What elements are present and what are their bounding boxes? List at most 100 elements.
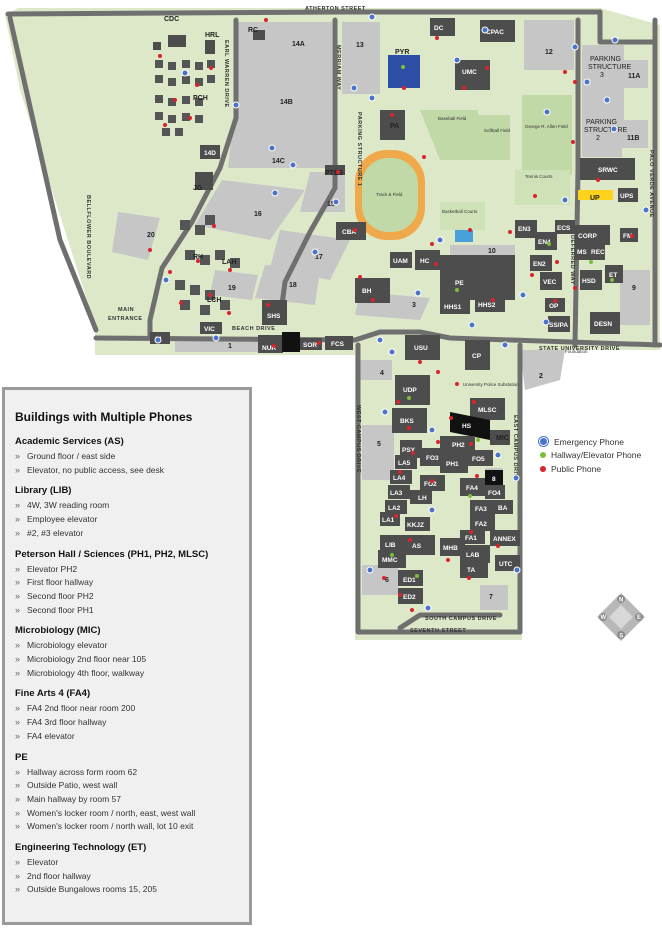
label-vec: VEC [543,279,557,286]
label-en2: EN2 [533,261,546,268]
lot-18: 18 [289,282,297,289]
legend-emergency: Emergency Phone [537,435,662,449]
label-ps2-b: STRUCTURE [584,127,627,134]
label-pyr: PYR [395,49,409,56]
group-pe: PE Hallway across form room 62 Outside P… [15,752,239,835]
compass-n: N [619,598,623,604]
label-cdc: CDC [164,16,179,23]
lot-9: 9 [632,285,636,292]
phone-markers [148,13,650,612]
label-sor: SOR [303,342,317,349]
emergency-phones [154,13,650,612]
label-ptes: PTES [325,170,344,177]
street-palo-verde: PALO VERDE AVENUE [648,150,654,218]
label-mlsc: MLSC [478,407,497,414]
label-vic: VIC [204,326,215,333]
label-lh: LH [418,495,427,502]
lot-10: 10 [488,248,496,255]
lot-2: 2 [539,373,543,380]
label-la5: LA5 [398,460,411,467]
label-baseball: Baseball Field [438,116,467,121]
label-pe: PE [455,280,464,287]
street-east-campus: EAST CAMPUS DRIVE [512,415,518,482]
compass-w: W [601,615,607,621]
label-lab: LAB [466,552,480,559]
lot-4: 4 [380,370,384,377]
group-microbiology: Microbiology (MIC) Microbiology elevator… [15,625,239,680]
map-legend: Emergency Phone Hallway/Elevator Phone P… [537,435,662,476]
label-cp: CP [472,353,482,360]
label-usu: USU [414,345,428,352]
public-phone-icon [540,465,546,472]
label-ba: BA [498,505,508,512]
label-fo4: FO4 [488,490,501,497]
group-title: PE [15,751,28,763]
label-hsd: HSD [582,278,596,285]
label-ps2-a: PARKING [586,119,617,126]
lot-11b: 11B [627,135,639,142]
label-udp: UDP [403,387,417,394]
list-item: Hallway across form room 62 [15,766,239,780]
group-peterson-hall: Peterson Hall / Sciences (PH1, PH2, MLSC… [15,549,239,618]
label-en4: EN4 [538,239,551,246]
label-et: ET [609,272,617,279]
label-op: OP [549,303,559,310]
label-dc: DC [434,25,444,32]
list-item: Microbiology 4th floor, walkway [15,667,239,681]
list-item: FA4 elevator [15,730,239,744]
list-item: #2, #3 elevator [15,527,239,541]
list-item: Outside Patio, west wall [15,779,239,793]
label-hc: HC [420,258,430,265]
label-uam: UAM [393,258,408,265]
lot-14a: 14A [292,41,305,48]
label-ps3-a: PARKING [590,56,621,63]
lot-11a: 11A [628,73,640,80]
label-rec: REC [591,249,605,256]
building-labels: CDC HRL RC DC CPAC PYR UMC PA PCH 14D JG… [155,16,634,601]
list-item: Employee elevator [15,513,239,527]
street-atherton: ATHERTON STREET [305,6,366,12]
label-corp: CORP [578,233,597,240]
label-fa4: FA4 [466,485,478,492]
label-hhs2: HHS2 [478,302,496,309]
list-item: FA4 3rd floor hallway [15,716,239,730]
list-item: Outside Bungalows rooms 15, 205 [15,883,239,897]
public-phones [148,18,634,612]
label-fo2: FO2 [424,481,437,488]
label-as: AS [412,543,422,550]
label-mhb: MHB [443,545,458,552]
list-item: 2nd floor hallway [15,870,239,884]
label-ps2-c: 2 [596,135,600,142]
label-up: UP [590,195,600,202]
hallway-phone-icon [540,452,546,459]
list-item: Elevator PH2 [15,563,239,577]
group-academic-services: Academic Services (AS) Ground floor / ea… [15,436,239,477]
label-hs: HS [462,423,472,430]
list-item: Ground floor / east side [15,450,239,464]
lot-19: 19 [228,285,236,292]
label-cba: CBA [342,229,356,236]
street-beach: BEACH DRIVE [232,326,275,332]
lot-1: 1 [228,343,232,350]
label-lib: LIB [385,542,396,549]
label-pch: PCH [193,95,208,102]
label-george-allen: George R. Allen Field [525,124,568,129]
compass-s: S [619,634,623,640]
label-main-entrance-2: ENTRANCE [108,316,143,322]
label-hhs1: HHS1 [444,304,462,311]
label-ph1: PH1 [446,461,459,468]
group-title: Microbiology (MIC) [15,625,101,637]
panel-title: Buildings with Multiple Phones [15,410,193,424]
lot-7: 7 [489,594,493,601]
list-item: Second floor PH2 [15,590,239,604]
street-earl-warren: EARL WARREN DRIVE [223,40,229,108]
hallway-phones [390,65,614,578]
label-srwc: SRWC [598,167,618,174]
street-bellflower: BELLFLOWER BOULEVARD [85,195,91,279]
lot-3: 3 [412,302,416,309]
label-foundation: Foundation [565,349,588,354]
label-la2: LA2 [388,505,401,512]
label-track: Track & Field [376,192,403,197]
list-item: Women's locker room / north wall, lot 10… [15,820,239,834]
list-item: Microbiology 2nd floor near 105 [15,653,239,667]
